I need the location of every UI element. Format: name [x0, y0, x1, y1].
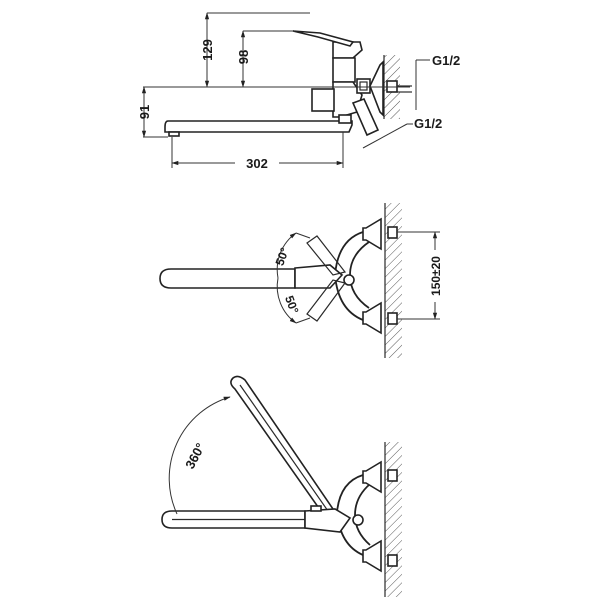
dim-129: 129 [200, 39, 215, 61]
dim-91: 91 [137, 105, 152, 119]
dim-98: 98 [236, 50, 251, 64]
lever-handle [292, 30, 355, 47]
tap-body [292, 30, 412, 137]
angle-label-360: 360° [182, 440, 208, 471]
side-view: 129 98 91 302 G1/2 G1/2 [137, 12, 460, 171]
top-view: 50° 50° 150±20 [159, 203, 443, 358]
dim-inlet-spacing: 150±20 [429, 256, 443, 296]
angle-label-up: 50° [273, 246, 292, 268]
angle-label-down: 50° [282, 294, 301, 316]
spout [164, 114, 353, 137]
wall-section [385, 442, 402, 597]
swivel-view: 360° [161, 375, 402, 597]
thread-label-top: G1/2 [432, 53, 460, 68]
dim-302: 302 [246, 156, 268, 171]
thread-label-bottom: G1/2 [414, 116, 442, 131]
